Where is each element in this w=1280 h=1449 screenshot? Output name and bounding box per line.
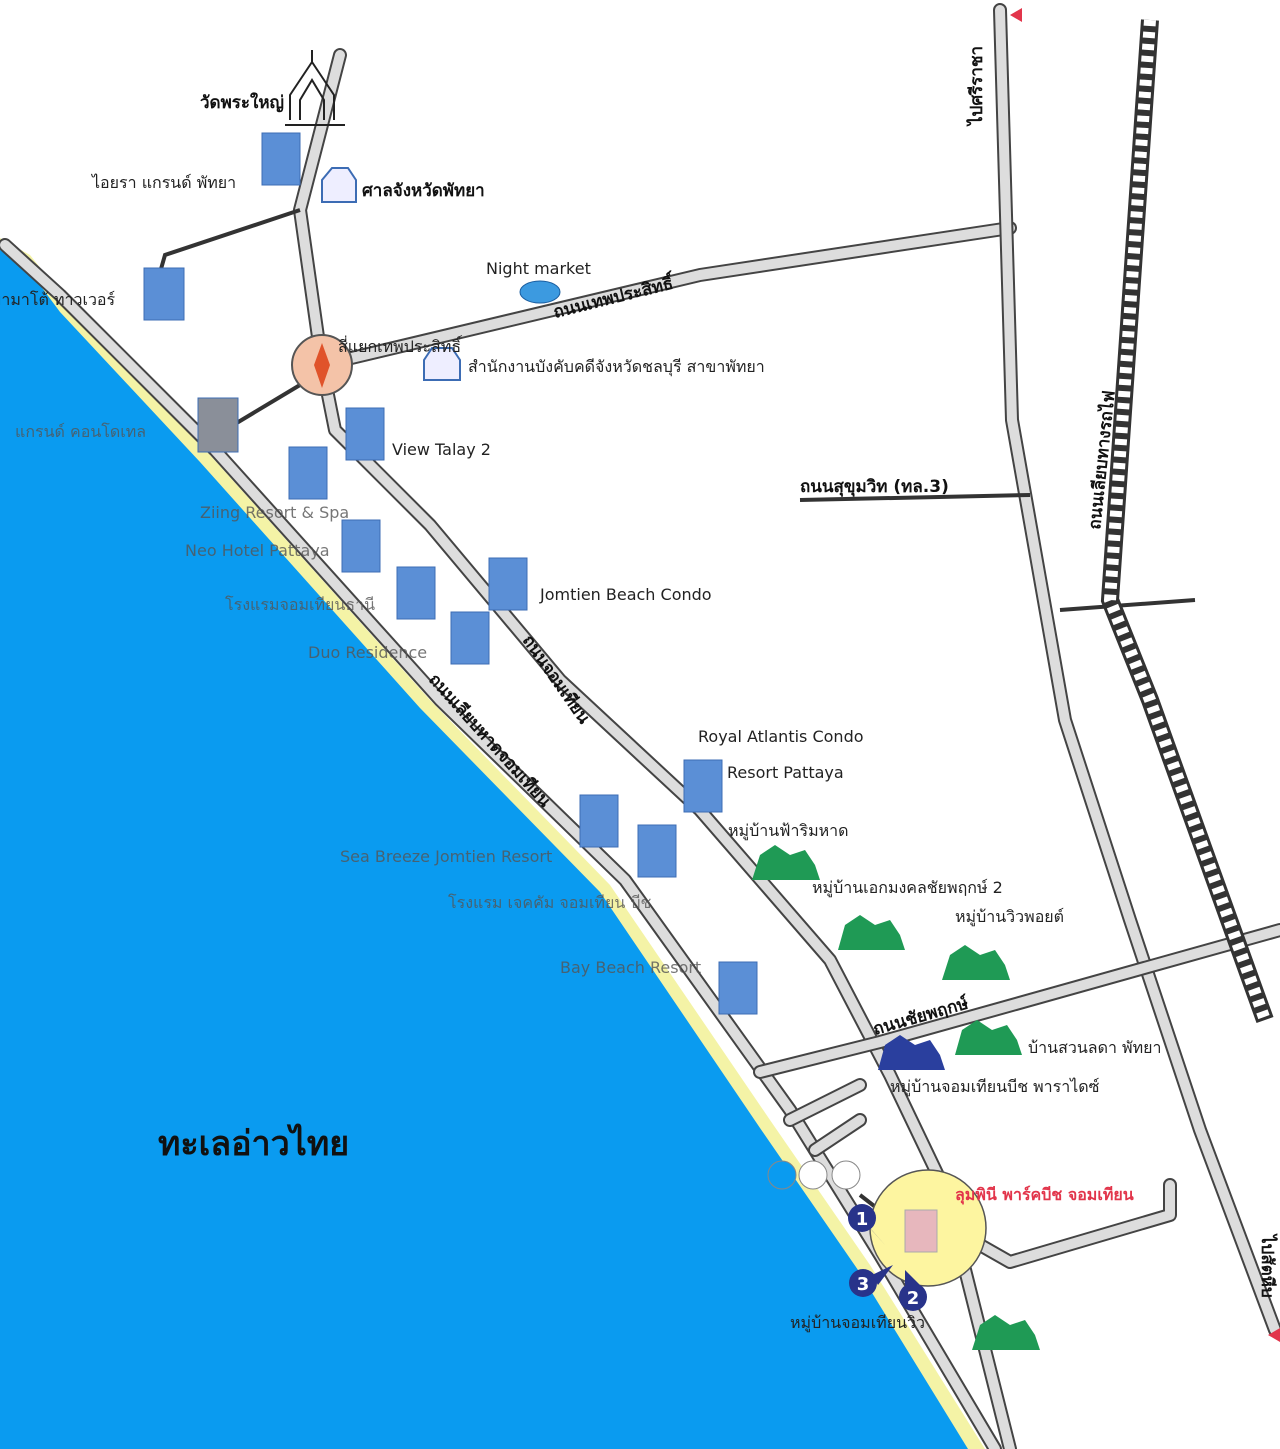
- svg-text:2: 2: [907, 1288, 920, 1309]
- label-jomtien-view-village: หมู่บ้านจอมเทียนวิว: [790, 1313, 925, 1333]
- night-market-icon: [519, 280, 561, 304]
- roundabout-monument-icon: [291, 334, 353, 396]
- label-night-market: Night market: [486, 259, 591, 278]
- label-view-talay-2: View Talay 2: [392, 440, 491, 459]
- label-sukhumvit-road: ถนนสุขุมวิท (ทล.3): [800, 477, 949, 497]
- label-fah-rim-had-village: หมู่บ้านฟ้าริมหาด: [728, 821, 849, 841]
- label-sea-breeze: Sea Breeze Jomtien Resort: [340, 847, 552, 866]
- label-jomtien-beach-condo: Jomtien Beach Condo: [539, 585, 712, 604]
- label-gulf-of-thailand: ทะเลอ่าวไทย: [158, 1123, 349, 1164]
- direction-arrow-icon: [1010, 8, 1022, 22]
- temple-icon: [285, 50, 345, 126]
- svg-text:3: 3: [857, 1274, 870, 1295]
- label-legal-execution-office: สำนักงานบังคับคดีจังหวัดชลบุรี สาขาพัทยา: [468, 357, 765, 377]
- label-baan-suan-lada: บ้านสวนลดา พัทยา: [1028, 1038, 1161, 1057]
- railway-icon: [1100, 19, 1274, 1024]
- label-neo-hotel: Neo Hotel Pattaya: [185, 541, 330, 560]
- label-duo-residence: Duo Residence: [308, 643, 427, 662]
- label-aiyara-grand: ไอยรา แกรนด์ พัทยา: [90, 173, 236, 192]
- label-view-point-village: หมู่บ้านวิวพอยต์: [955, 907, 1064, 927]
- condo-building-icon: [143, 132, 758, 1015]
- label-resort-pattaya: Resort Pattaya: [727, 763, 844, 782]
- label-ziing-resort: Ziing Resort & Spa: [200, 503, 349, 522]
- label-jomtien-paradise-village: หมู่บ้านจอมเทียนบีช พาราไดซ์: [890, 1077, 1100, 1097]
- svg-text:1: 1: [856, 1209, 869, 1230]
- direction-arrow-icon: [1268, 1328, 1280, 1342]
- marker-2[interactable]: 2: [899, 1270, 927, 1311]
- label-royal-atlantis: Royal Atlantis Condo: [698, 727, 864, 746]
- label-pattaya-court: ศาลจังหวัดพัทยา: [362, 181, 485, 201]
- government-building-icon: [321, 167, 461, 381]
- marker-1[interactable]: 1: [848, 1204, 885, 1245]
- label-ekmongkol-village: หมู่บ้านเอกมงคลชัยพฤกษ์ 2: [812, 878, 1003, 898]
- label-jomtien-thani-hotel: โรงแรมจอมเทียนธานี: [225, 595, 375, 614]
- sea: [0, 250, 968, 1449]
- label-grand-condotel: แกรนด์ คอนโดเทล: [15, 422, 146, 441]
- label-bay-beach-resort: Bay Beach Resort: [560, 958, 701, 977]
- label-wat-phra-yai: วัดพระใหญ่: [200, 92, 284, 113]
- label-yamato-tower: ยามาโต้ ทาวเวอร์: [0, 290, 116, 309]
- label-lumpini-park-beach: ลุมพินี พาร์คบีช จอมเทียน: [955, 1185, 1134, 1205]
- circle-outlines: [767, 1160, 861, 1190]
- label-jomtien-road: ถนนจอมเทียน: [518, 631, 595, 728]
- label-thepprasit-junction: สี่แยกเทพประสิทธิ์: [338, 335, 463, 356]
- village-house-icon: [752, 845, 1040, 1350]
- label-to-sattahip: ไปสัตหีบ: [1257, 1233, 1278, 1298]
- label-jomtien-beach-hotel: โรงแรม เจคคัม จอมเทียน บีช: [448, 893, 652, 912]
- marker-3[interactable]: 3: [849, 1265, 893, 1297]
- label-to-sriracha: ไปศรีราชา: [966, 46, 987, 127]
- project-building-icon: [904, 1209, 938, 1253]
